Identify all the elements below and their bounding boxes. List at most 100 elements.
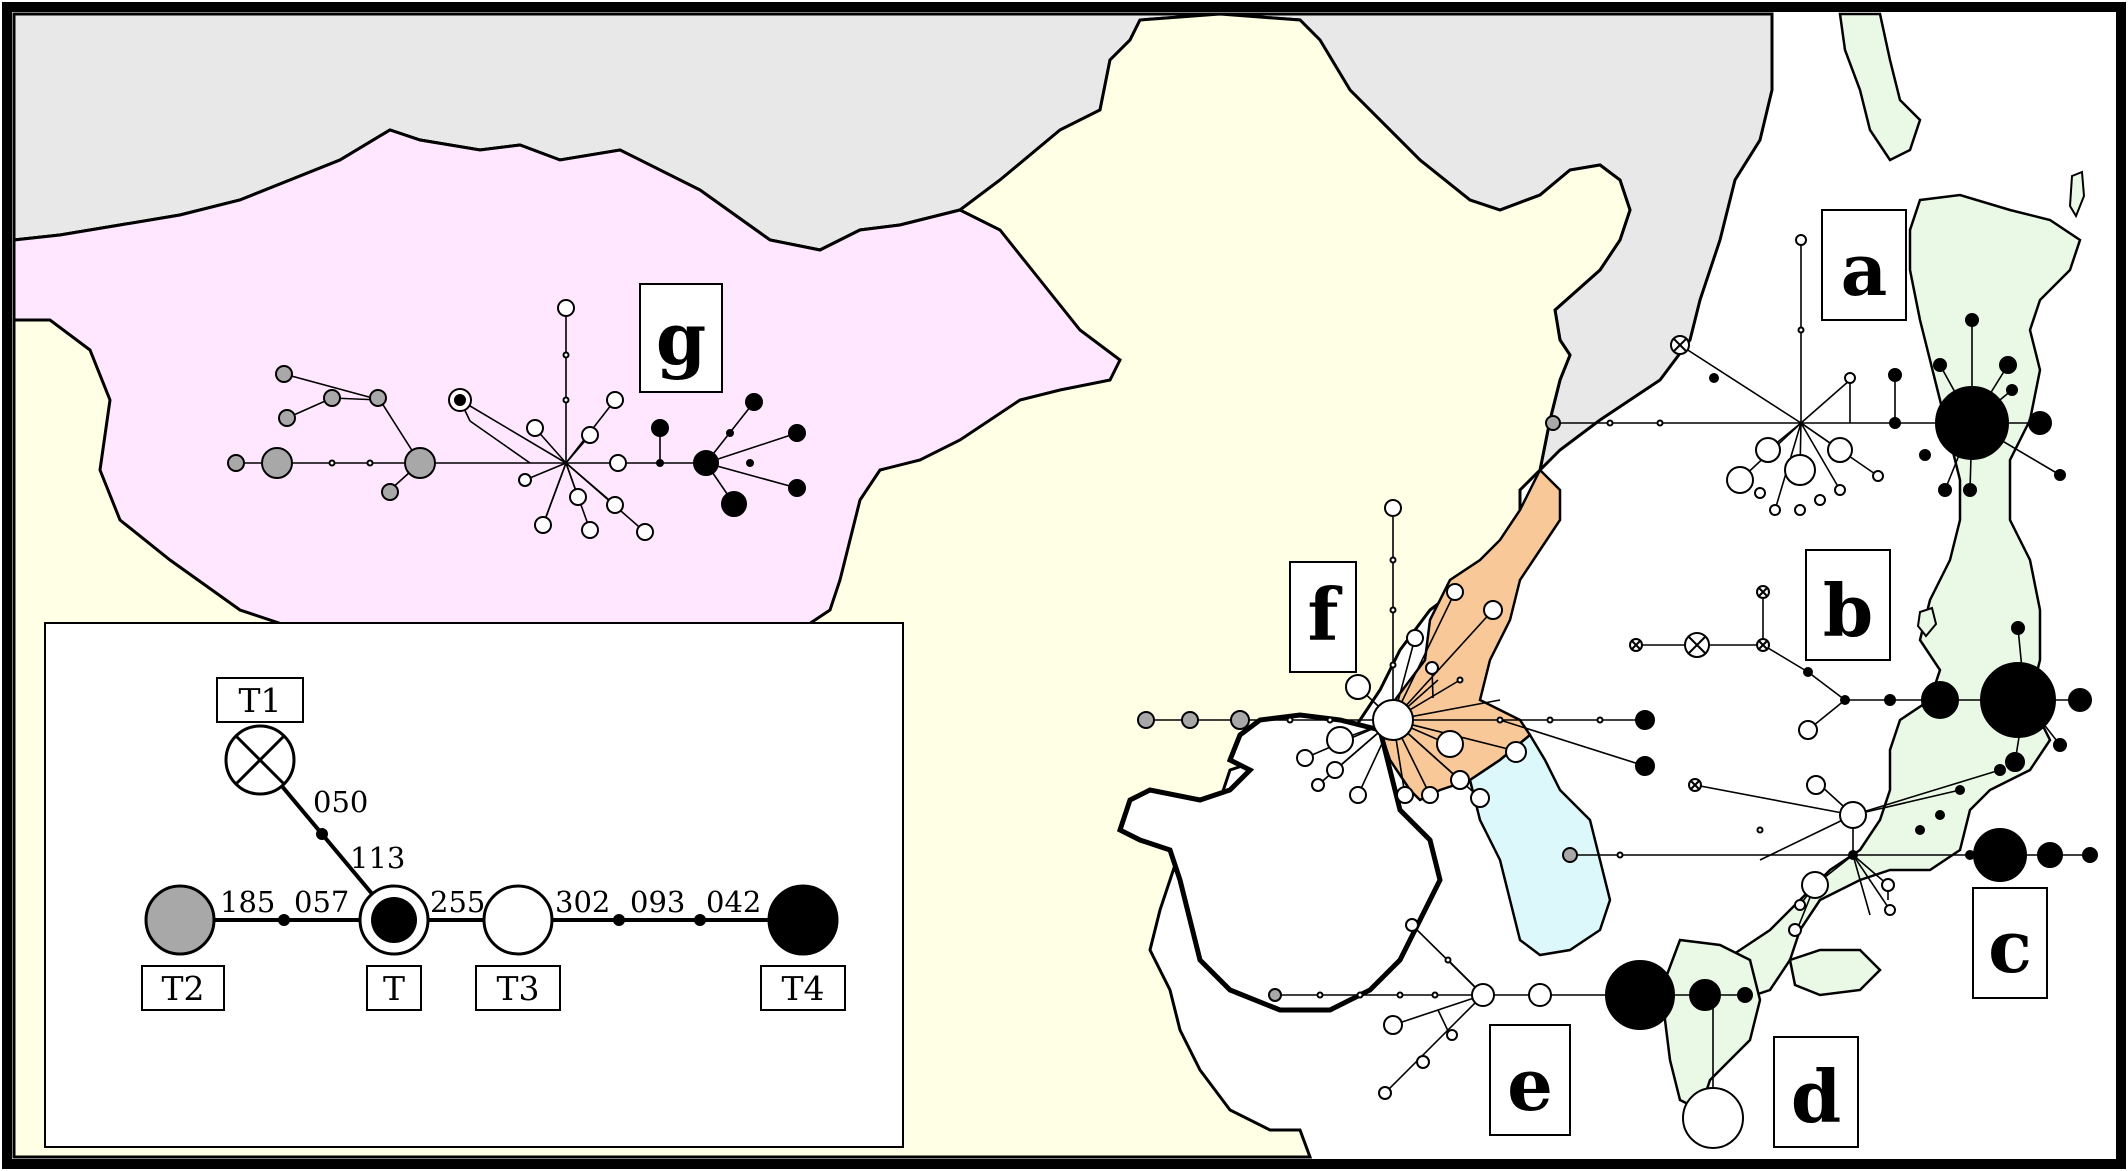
haplotype-node [1827, 437, 1853, 463]
haplotype-node [275, 365, 293, 383]
haplotype-node [1296, 749, 1314, 767]
haplotype-node [1935, 810, 1945, 820]
legend-label-t4: T4 [781, 969, 824, 1008]
haplotype-node [1756, 826, 1764, 834]
haplotype-node [581, 521, 599, 539]
haplotype-node [2053, 738, 2067, 752]
haplotype-node [746, 459, 754, 467]
haplotype-node [651, 419, 669, 437]
haplotype-node [1396, 991, 1404, 999]
haplotype-node [1372, 699, 1414, 741]
haplotype-node [1840, 695, 1850, 705]
haplotype-node [1814, 494, 1826, 506]
haplotype-node [1389, 606, 1397, 614]
haplotype-node [1230, 710, 1250, 730]
haplotype-node [1798, 720, 1818, 740]
haplotype-node [2006, 384, 2018, 396]
haplotype-node [2082, 847, 2098, 863]
haplotype-node [606, 391, 624, 409]
haplotype-node [1881, 878, 1895, 892]
haplotype-node [1933, 358, 1947, 372]
mutation-label: 057 [294, 885, 349, 919]
extinct-node-cross [1631, 640, 1641, 650]
mutation-label: 113 [350, 841, 405, 875]
haplotype-node [328, 459, 336, 467]
haplotype-node [278, 409, 296, 427]
haplotype-node [1884, 904, 1896, 916]
haplotype-node [2011, 621, 2025, 635]
extinct-node-cross [1758, 587, 1768, 597]
haplotype-node [1456, 676, 1464, 684]
extinct-node-cross [1688, 636, 1706, 654]
region-label-g: g [639, 283, 723, 393]
haplotype-node [227, 454, 245, 472]
haplotype-node [1436, 730, 1464, 758]
legend-node-t4 [767, 884, 839, 956]
haplotype-node [1378, 1086, 1392, 1100]
haplotype-node [1311, 778, 1325, 792]
haplotype-node [1955, 785, 1965, 795]
network-b-nodes [1629, 585, 2092, 772]
extinct-node-cross [234, 734, 286, 786]
mutation-dot [694, 914, 706, 926]
shikoku-land [1788, 948, 1882, 997]
haplotype-node [788, 424, 806, 442]
haplotype-node [1844, 372, 1856, 384]
haplotype-node [1483, 600, 1503, 620]
haplotype-node [1769, 504, 1781, 516]
haplotype-node [1405, 918, 1419, 932]
haplotype-node [1425, 661, 1439, 675]
region-label-c: c [1972, 887, 2048, 999]
haplotype-node [1505, 741, 1527, 763]
sakhalin-land [1838, 12, 1922, 162]
region-label-b: b [1805, 549, 1891, 661]
haplotype-node [1689, 979, 1721, 1011]
haplotype-node [745, 393, 763, 411]
haplotype-node [534, 516, 552, 534]
sado-island [1916, 606, 1938, 638]
haplotype-node [1286, 716, 1294, 724]
haplotype-node [1384, 499, 1402, 517]
haplotype-node [1834, 484, 1846, 496]
haplotype-node [1915, 825, 1925, 835]
haplotype-node [1965, 850, 1975, 860]
haplotype-node [609, 454, 627, 472]
haplotype-node [656, 459, 664, 467]
region-label-a: a [1821, 209, 1907, 321]
haplotype-node [1268, 988, 1282, 1002]
haplotype-node [1546, 716, 1554, 724]
mutation-label: 050 [313, 785, 368, 819]
legend-frame [44, 622, 904, 1148]
extinct-node-cross [1758, 640, 1768, 650]
legend-node-t3 [482, 884, 554, 956]
haplotype-node [1446, 583, 1464, 601]
haplotype-node [1635, 756, 1655, 776]
haplotype-node [1356, 991, 1364, 999]
haplotype-node [2028, 411, 2052, 435]
haplotype-node [1137, 711, 1155, 729]
haplotype-node [518, 473, 532, 487]
haplotype-node [1963, 483, 1977, 497]
haplotype-node [636, 523, 654, 541]
haplotype-node [323, 389, 341, 407]
haplotype-node [1326, 716, 1334, 724]
haplotype-node [2054, 469, 2066, 481]
haplotype-node [1935, 386, 2009, 460]
legend-inset: T1 T2 T T3 T4 050 113 185 057 255 302 09… [44, 622, 904, 1148]
legend-node-t2 [144, 884, 216, 956]
extinct-node-cross [1673, 338, 1687, 352]
haplotype-node [1406, 629, 1424, 647]
haplotype-node [1416, 1055, 1430, 1069]
haplotype-node [557, 299, 575, 317]
mutation-dot [613, 914, 625, 926]
haplotype-node [1635, 710, 1655, 730]
network-f-nodes [1137, 499, 1655, 808]
haplotype-node [1470, 788, 1490, 808]
region-label-e: e [1489, 1024, 1571, 1136]
region-label-d-text: d [1791, 1054, 1841, 1139]
haplotype-node [1316, 991, 1324, 999]
haplotype-node [1383, 1015, 1403, 1035]
haplotype-node [606, 496, 624, 514]
haplotype-node [1450, 770, 1470, 790]
haplotype-node [1755, 437, 1781, 463]
